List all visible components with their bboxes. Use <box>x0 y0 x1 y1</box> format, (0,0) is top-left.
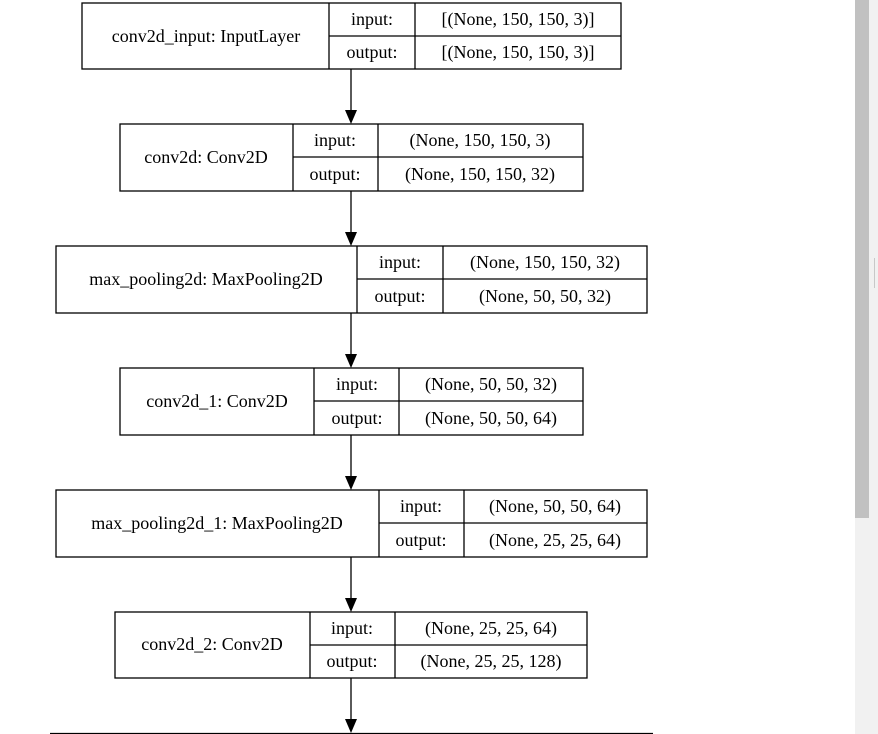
input-label: input: <box>400 496 442 516</box>
layer-name: max_pooling2d_1: MaxPooling2D <box>91 513 343 533</box>
input-shape: [(None, 150, 150, 3)] <box>442 9 595 30</box>
input-shape: (None, 50, 50, 32) <box>425 374 557 395</box>
layer-name: max_pooling2d: MaxPooling2D <box>89 269 323 289</box>
output-shape: (None, 50, 50, 32) <box>479 286 611 307</box>
edge-arrow <box>345 69 357 124</box>
layer-name: conv2d_2: Conv2D <box>141 634 283 654</box>
layer-node-max-pooling2d: max_pooling2d: MaxPooling2D input: outpu… <box>55 245 648 314</box>
layer-name: conv2d_input: InputLayer <box>112 26 300 46</box>
input-shape: (None, 150, 150, 32) <box>470 252 620 273</box>
output-shape: (None, 25, 25, 128) <box>421 651 562 672</box>
layer-node-max-pooling2d-1: max_pooling2d_1: MaxPooling2D input: out… <box>55 489 648 558</box>
output-label: output: <box>331 408 382 428</box>
output-shape: (None, 25, 25, 64) <box>489 530 621 551</box>
input-shape: (None, 50, 50, 64) <box>489 496 621 517</box>
input-label: input: <box>331 618 373 638</box>
panel-edge-mark <box>874 258 877 288</box>
edge-arrow <box>345 557 357 612</box>
layer-name: conv2d_1: Conv2D <box>146 391 288 411</box>
output-label: output: <box>374 286 425 306</box>
layer-node-conv2d-2: conv2d_2: Conv2D input: output: (None, 2… <box>114 611 588 679</box>
output-shape: [(None, 150, 150, 3)] <box>442 42 595 63</box>
layer-node-conv2d-input: conv2d_input: InputLayer input: output: … <box>81 2 622 70</box>
layer-node-conv2d: conv2d: Conv2D input: output: (None, 150… <box>119 123 584 192</box>
input-label: input: <box>336 374 378 394</box>
input-shape: (None, 150, 150, 3) <box>410 130 551 151</box>
output-label: output: <box>395 530 446 550</box>
layer-name: conv2d: Conv2D <box>144 147 268 167</box>
scrollbar-thumb[interactable] <box>855 0 869 518</box>
input-shape: (None, 25, 25, 64) <box>425 618 557 639</box>
edge-arrow <box>345 191 357 246</box>
input-label: input: <box>351 9 393 29</box>
edge-arrow <box>345 678 357 733</box>
output-label: output: <box>309 164 360 184</box>
output-label: output: <box>326 651 377 671</box>
layer-node-conv2d-1: conv2d_1: Conv2D input: output: (None, 5… <box>119 367 584 436</box>
edge-arrow <box>345 435 357 490</box>
input-label: input: <box>314 130 356 150</box>
output-label: output: <box>346 42 397 62</box>
output-shape: (None, 150, 150, 32) <box>405 164 555 185</box>
input-label: input: <box>379 252 421 272</box>
output-shape: (None, 50, 50, 64) <box>425 408 557 429</box>
edge-arrow <box>345 313 357 368</box>
